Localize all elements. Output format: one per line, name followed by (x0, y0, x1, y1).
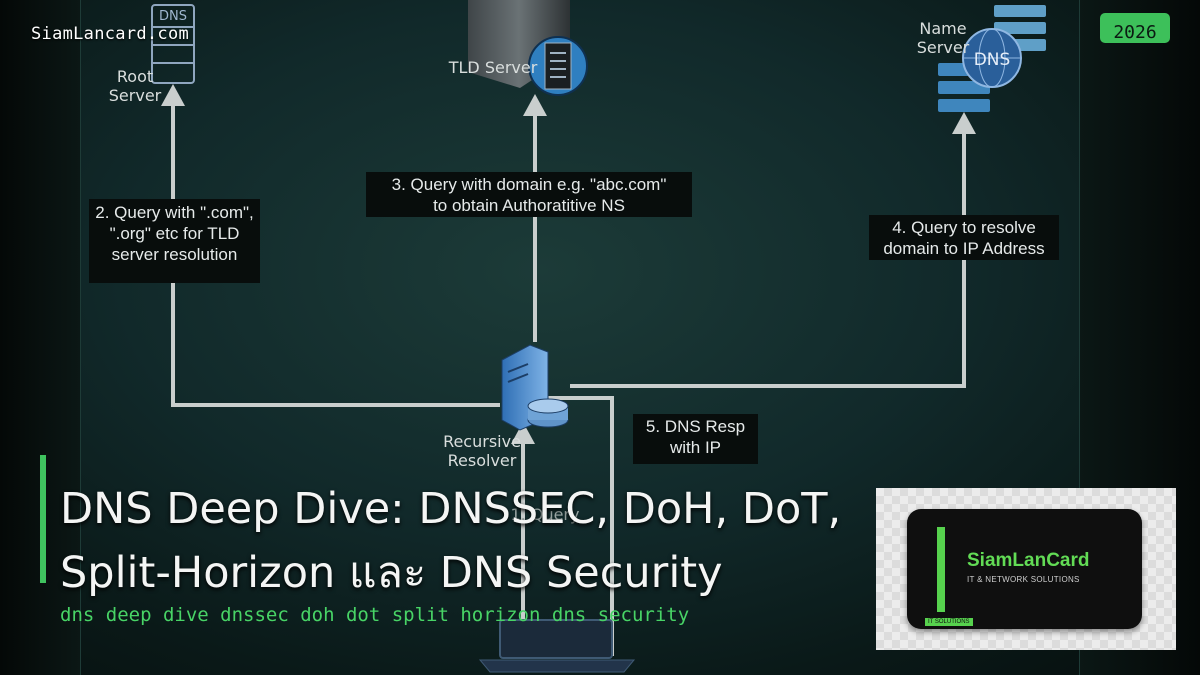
step-2-line3: server resolution (111, 245, 238, 264)
step-2-label: 2. Query with ".com", ".org" etc for TLD… (89, 199, 260, 283)
step-3-label: 3. Query with domain e.g. "abc.com" to o… (366, 172, 692, 217)
logo-badge: IT SOLUTIONS (925, 618, 973, 626)
brand-logo: SiamLanCard IT & NETWORK SOLUTIONS IT SO… (876, 488, 1176, 650)
resolver-label-line1: Recursive (443, 432, 521, 451)
resolver-label-line2: Resolver (447, 451, 517, 470)
headline-line1: DNS Deep Dive: DNSSEC, DoH, DoT, (60, 484, 842, 534)
arrow-to-name (952, 112, 976, 134)
root-server-icon (151, 4, 195, 84)
arrow-to-resolver (511, 422, 535, 444)
headline-line2: Split-Horizon และ DNS Security (60, 548, 723, 598)
step-4-label: 4. Query to resolve domain to IP Address (869, 215, 1059, 260)
recursive-resolver-icon (501, 344, 569, 431)
step-5-line1: 5. DNS Resp (645, 417, 746, 436)
name-server-label: Name Server (910, 19, 976, 57)
year-badge: 2026 (1100, 13, 1170, 43)
site-watermark: SiamLancard.com (31, 24, 190, 44)
logo-card: SiamLanCard IT & NETWORK SOLUTIONS IT SO… (907, 509, 1142, 629)
tld-server-icon (468, 0, 588, 96)
step-3-line2: to obtain Authoratitive NS (433, 196, 625, 215)
name-server-label-line1: Name (919, 19, 967, 38)
name-server-label-line2: Server (916, 38, 970, 57)
arrowheads (161, 84, 976, 444)
arrow-to-root (161, 84, 185, 106)
title-accent-bar (40, 455, 46, 583)
tld-server-label: TLD Server (448, 58, 538, 77)
step-3-line1: 3. Query with domain e.g. "abc.com" (391, 175, 667, 194)
logo-accent-bar (937, 527, 945, 612)
step-5-label: 5. DNS Resp with IP (633, 414, 758, 464)
root-server-icon-text: DNS (159, 9, 187, 24)
logo-name: SiamLanCard (967, 550, 1090, 571)
name-server-icon (938, 5, 1046, 112)
query-label-obscured: 1. Query (510, 505, 580, 524)
step-4-line2: domain to IP Address (883, 239, 1045, 258)
client-laptop-icon (478, 619, 636, 673)
name-server-icon-text: DNS (974, 50, 1011, 70)
arrow-to-tld (523, 94, 547, 116)
root-server-label: Root Server (100, 67, 170, 105)
step-4-line1: 4. Query to resolve (892, 218, 1036, 237)
step-2-line2: ".org" etc for TLD (109, 224, 240, 243)
path-response-to-client (538, 396, 614, 656)
keyword-subtitle: dns deep dive dnssec doh dot split horiz… (60, 604, 690, 626)
root-server-label-line2: Server (108, 86, 162, 105)
root-server-label-line1: Root (116, 67, 154, 86)
step-5-line2: with IP (669, 438, 722, 457)
logo-tagline: IT & NETWORK SOLUTIONS (967, 575, 1080, 584)
recursive-resolver-label: Recursive Resolver (436, 432, 528, 470)
step-2-line1: 2. Query with ".com", (95, 203, 254, 222)
